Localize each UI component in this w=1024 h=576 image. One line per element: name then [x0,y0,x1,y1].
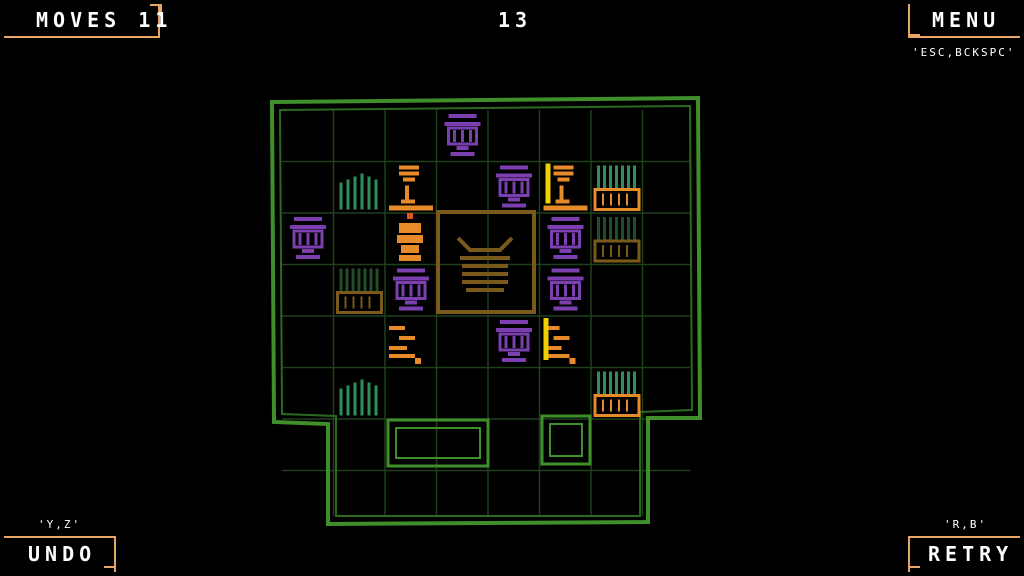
purple-urn-tile [547,217,584,259]
central-altar-icon [456,236,514,292]
yellow-pedestal-tile [543,163,588,211]
purple-urn-tile [290,217,326,259]
level-number: 13 [498,8,533,32]
undo-button-frame[interactable] [4,536,116,572]
wall-block [386,418,490,468]
undo-hint: 'Y,Z' [38,518,82,531]
wall-block [395,427,481,459]
dark-crate-tile [336,268,383,314]
retry-button[interactable]: RETRY [928,542,1014,566]
central-altar-frame [436,210,536,314]
green-crate-tile [593,165,641,211]
frame-corner-ornament [104,556,116,568]
dark-crate-tile [593,217,641,263]
purple-urn-tile [547,268,584,311]
orange-player-tile [397,213,423,261]
green-grass-tile [339,173,378,210]
moves-counter: MOVES 11 [36,8,173,32]
green-grass-tile [339,379,378,416]
frame-corner-ornament [908,556,920,568]
menu-button-frame[interactable] [908,4,1020,38]
moves-counter-frame [4,4,160,38]
wall-block [549,423,583,457]
retry-hint: 'R,B' [944,518,988,531]
retry-button-frame[interactable] [908,536,1020,572]
purple-urn-tile [496,165,532,208]
orange-pedestal-tile [389,165,433,211]
tile-layer [290,114,641,417]
menu-button[interactable]: MENU [932,8,1001,32]
frame-corner-ornament [908,24,920,36]
undo-button[interactable]: UNDO [28,542,97,566]
purple-urn-tile [393,268,429,311]
orange-step-tile [389,326,421,364]
inner-wall [278,104,694,517]
green-crate-tile [593,371,641,417]
purple-urn-tile [444,114,481,156]
wall-block [540,414,592,466]
outer-wall [269,95,703,527]
menu-hint: 'ESC,BCKSPC' [912,46,1016,59]
purple-urn-tile [496,320,532,362]
yellow-step-tile [543,318,576,364]
frame-corner-ornament [150,4,162,16]
